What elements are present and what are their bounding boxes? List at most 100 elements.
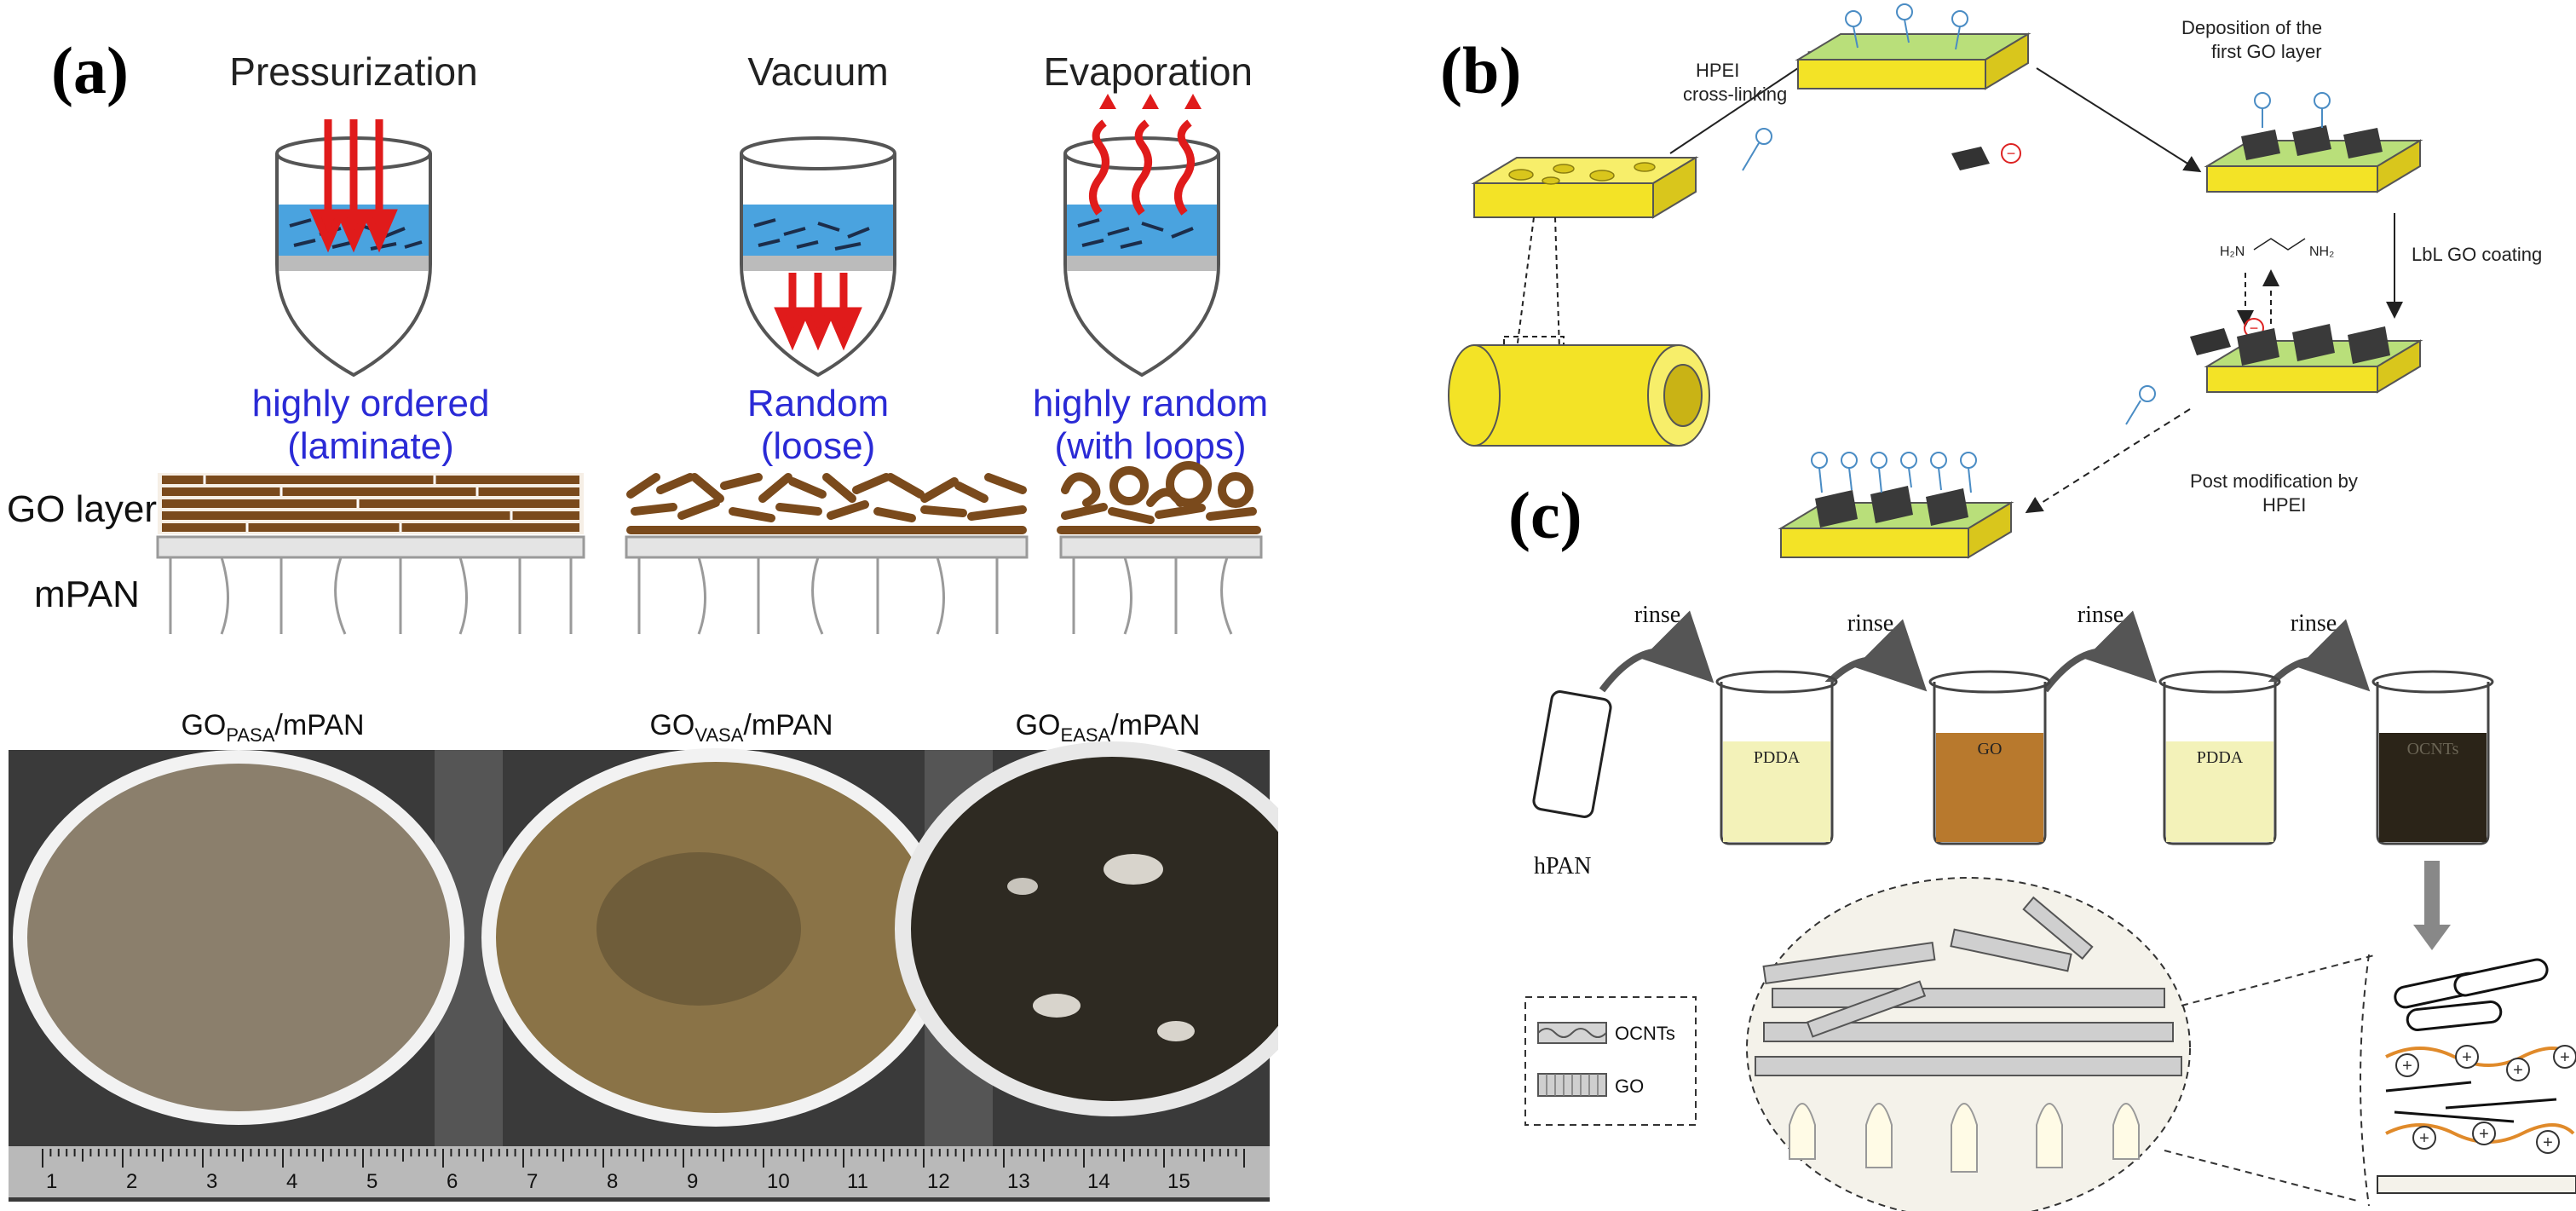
panel-b-label: (b) bbox=[1440, 33, 1522, 107]
structure-ordered-line2: (laminate) bbox=[287, 425, 454, 467]
structure-random-line2: (loose) bbox=[761, 425, 876, 467]
go-sheet-minus-1: − bbox=[1951, 143, 2021, 170]
panel-a: (a) Pressurization Vacuum Evaporation bbox=[0, 0, 1278, 1211]
polyelectrolyte-probe-1 bbox=[1742, 128, 1772, 171]
svg-text:+: + bbox=[2479, 1125, 2489, 1144]
structure-ordered-line1: highly ordered bbox=[252, 383, 490, 424]
structure-loops-line2: (with loops) bbox=[1055, 425, 1247, 467]
legend-go-swatch bbox=[1537, 1073, 1607, 1097]
panel-c-diagram: rinse rinse rinse rinse hPAN PDDA GO PDD… bbox=[1524, 602, 2576, 1211]
svg-text:+: + bbox=[2402, 1057, 2412, 1075]
go-random-stack bbox=[626, 473, 1027, 534]
evaporation-arrows bbox=[1089, 119, 1195, 216]
polyelectrolyte-probe-2 bbox=[2125, 385, 2156, 425]
photo-label-pasa: GOPASA/mPAN bbox=[181, 709, 364, 746]
svg-text:+: + bbox=[2513, 1061, 2523, 1080]
membrane-vasa bbox=[481, 748, 950, 1127]
method-title-evaporation: Evaporation bbox=[1044, 49, 1253, 94]
substrate-final bbox=[1778, 452, 2014, 559]
panel-c-label: (c) bbox=[1508, 478, 1582, 552]
ruler-number: 9 bbox=[687, 1170, 698, 1193]
panel-a-label: (a) bbox=[51, 33, 129, 107]
svg-text:PDDA: PDDA bbox=[1754, 748, 1801, 767]
svg-text:−: − bbox=[2250, 320, 2259, 337]
step-crosslink-line1: HPEI bbox=[1696, 60, 1739, 81]
svg-text:+: + bbox=[2560, 1048, 2570, 1067]
hollow-fiber bbox=[1448, 344, 1710, 447]
svg-text:+: + bbox=[2419, 1129, 2429, 1148]
structure-random-line1: Random bbox=[747, 383, 889, 424]
pressure-arrows bbox=[309, 119, 398, 253]
membrane-easa bbox=[895, 741, 1278, 1116]
rinse-label-1: rinse bbox=[1634, 602, 1680, 628]
beaker-ocnts: OCNTs bbox=[2371, 670, 2494, 845]
amine-molecule: H₂N NH₂ bbox=[2220, 238, 2334, 259]
mpan-label: mPAN bbox=[34, 574, 140, 615]
ruler-number: 11 bbox=[847, 1170, 868, 1193]
membrane-pasa bbox=[13, 750, 464, 1125]
svg-text:OCNTs: OCNTs bbox=[2407, 740, 2459, 758]
ruler-number: 5 bbox=[366, 1170, 377, 1193]
photo-label-easa: GOEASA/mPAN bbox=[1016, 709, 1201, 746]
panel-a-photo: GOPASA/mPAN GOVASA/mPAN GOEASA/mPAN bbox=[9, 709, 1278, 1202]
ruler-number: 2 bbox=[126, 1170, 137, 1193]
go-laminate-stack bbox=[158, 473, 584, 534]
down-arrow bbox=[2413, 861, 2451, 950]
vacuum-arrows bbox=[774, 273, 862, 351]
ruler-number: 1 bbox=[46, 1170, 57, 1193]
legend-go-label: GO bbox=[1615, 1075, 1644, 1097]
beaker-pdda-1: PDDA bbox=[1715, 670, 1838, 845]
structure-loops-line1: highly random bbox=[1033, 383, 1268, 424]
ruler-number: 15 bbox=[1167, 1170, 1190, 1193]
legend-ocnts-swatch bbox=[1537, 1022, 1607, 1044]
substrate-hpei bbox=[1795, 3, 2031, 90]
go-loops-stack bbox=[1057, 461, 1261, 534]
photo-label-vasa: GOVASA/mPAN bbox=[649, 709, 833, 746]
beaker-go: GO bbox=[1928, 670, 2051, 845]
step-lbl: LbL GO coating bbox=[2412, 244, 2542, 265]
ruler-number: 14 bbox=[1087, 1170, 1110, 1193]
step-post-line2: HPEI bbox=[2262, 494, 2306, 516]
membrane-stack-detail: + + + + + + + bbox=[2360, 954, 2576, 1207]
hpan-label: hPAN bbox=[1534, 853, 1591, 879]
hpan-substrate bbox=[1532, 690, 1612, 818]
svg-text:NH₂: NH₂ bbox=[2309, 245, 2334, 259]
method-title-pressurization: Pressurization bbox=[229, 49, 477, 94]
legend-ocnts-label: OCNTs bbox=[1615, 1023, 1675, 1044]
panel-b: (b) bbox=[1440, 0, 2576, 580]
ruler-number: 12 bbox=[927, 1170, 950, 1193]
svg-text:PDDA: PDDA bbox=[2197, 748, 2244, 767]
ruler-number: 7 bbox=[527, 1170, 538, 1193]
svg-text:+: + bbox=[2462, 1048, 2472, 1067]
substrate-initial bbox=[1471, 156, 1699, 219]
rinse-label-2: rinse bbox=[1847, 610, 1893, 637]
panel-a-schematic: Pressurization Vacuum Evaporation bbox=[7, 49, 1268, 635]
step-deposition-line1: Deposition of the bbox=[2181, 17, 2322, 38]
ruler-number: 10 bbox=[767, 1170, 790, 1193]
ruler-number: 4 bbox=[286, 1170, 297, 1193]
svg-text:−: − bbox=[2007, 145, 2016, 162]
svg-text:GO: GO bbox=[1978, 740, 2003, 758]
step-deposition-line2: first GO layer bbox=[2211, 41, 2322, 62]
panel-b-diagram: HPEI cross-linking − Deposition of the f… bbox=[1448, 3, 2542, 559]
beaker-pdda-2: PDDA bbox=[2158, 670, 2281, 845]
panel-c: (c) rinse rinse rinse rinse hPAN PDDA bbox=[1508, 477, 2576, 1211]
ruler-number: 13 bbox=[1007, 1170, 1030, 1193]
ruler-number: 6 bbox=[447, 1170, 458, 1193]
rinse-label-3: rinse bbox=[2078, 602, 2124, 628]
legend-box: OCNTs GO bbox=[1524, 996, 1697, 1126]
ruler-number: 8 bbox=[607, 1170, 618, 1193]
step-crosslink-line2: cross-linking bbox=[1683, 84, 1787, 105]
method-title-vacuum: Vacuum bbox=[747, 49, 888, 94]
rinse-label-4: rinse bbox=[2291, 610, 2337, 637]
go-layer-label: GO layer bbox=[7, 488, 157, 530]
substrate-go1 bbox=[2204, 92, 2423, 193]
mpan-support bbox=[156, 535, 1263, 635]
substrate-lbl bbox=[2204, 324, 2423, 394]
svg-text:+: + bbox=[2543, 1133, 2553, 1152]
ruler-number: 3 bbox=[206, 1170, 217, 1193]
magnified-structure bbox=[1746, 877, 2378, 1211]
step-post-line1: Post modification by bbox=[2190, 470, 2358, 492]
svg-text:H₂N: H₂N bbox=[2220, 245, 2245, 259]
